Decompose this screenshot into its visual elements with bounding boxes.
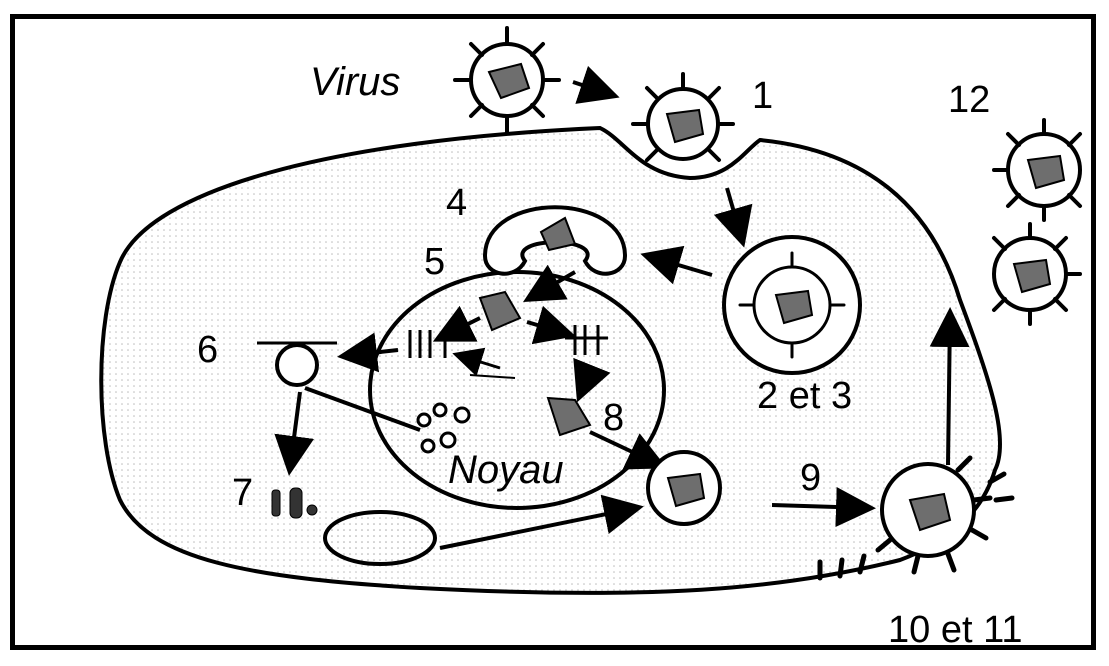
released-virus-lower xyxy=(994,224,1080,324)
golgi-vesicle xyxy=(325,512,435,564)
virus-attachment xyxy=(633,74,733,160)
virus-free xyxy=(455,28,559,132)
endosome xyxy=(724,237,860,373)
step-8-label: 8 xyxy=(603,397,624,439)
step-7-label: 7 xyxy=(232,472,253,514)
step-6-label: 6 xyxy=(197,329,218,371)
step-4-label: 4 xyxy=(446,182,467,224)
step-9-label: 9 xyxy=(800,457,821,499)
virus-label: Virus xyxy=(310,60,400,104)
step-10-11-label: 10 et 11 xyxy=(888,609,1023,651)
assembled-capsid xyxy=(648,452,720,524)
step-1-label: 1 xyxy=(752,75,773,117)
step-12-label: 12 xyxy=(948,79,990,121)
released-virus-upper xyxy=(994,120,1080,220)
step-5-label: 5 xyxy=(424,241,445,283)
step-2-3-label: 2 et 3 xyxy=(757,375,852,417)
nucleus-label: Noyau xyxy=(448,448,564,492)
